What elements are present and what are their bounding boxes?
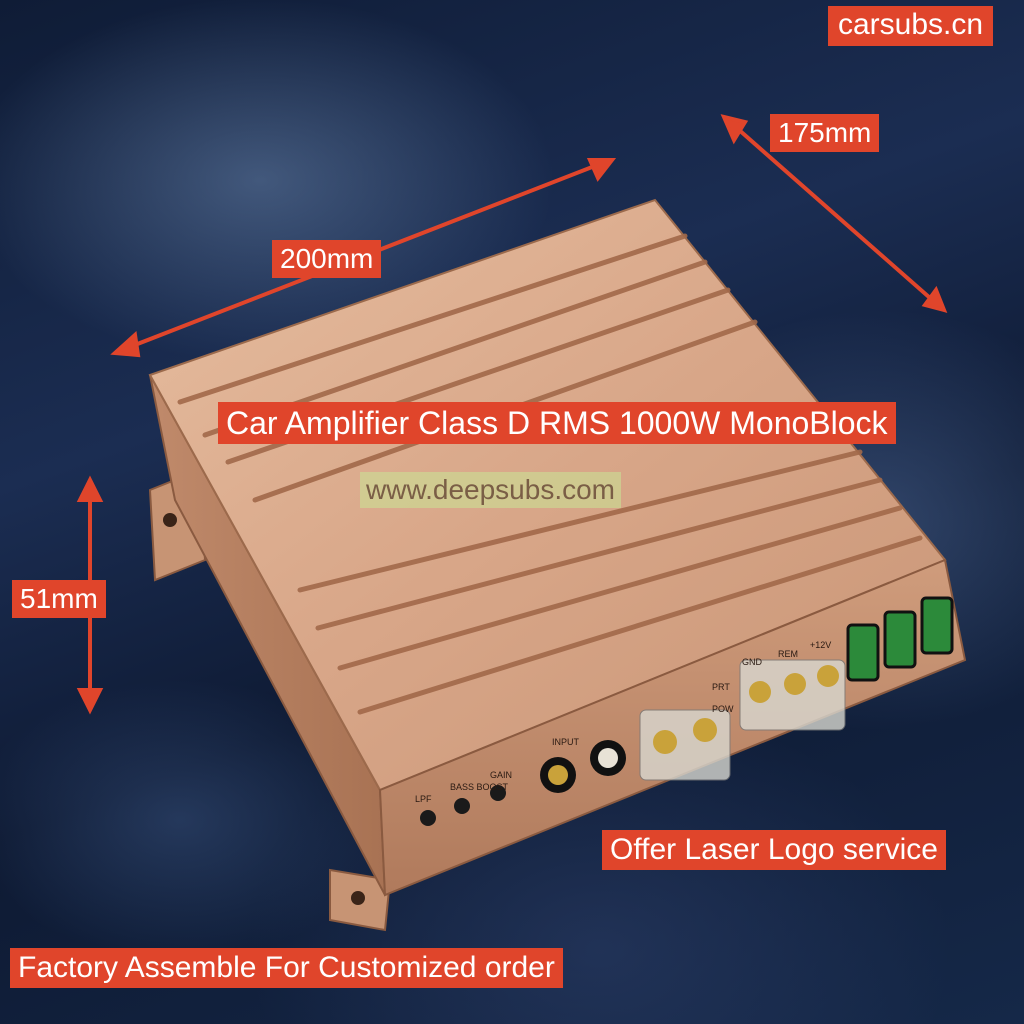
bottom-note: Factory Assemble For Customized order [10,948,563,988]
gnd-label: GND [742,657,763,667]
bass-boost-label: BASS BOOST [450,782,509,792]
dimension-length-label: 200mm [272,240,382,278]
lpf-label: LPF [415,794,432,804]
gain-label: GAIN [490,770,512,780]
input-label: INPUT [552,737,580,747]
prt-label: PRT [712,682,730,692]
plus12v-label: +12V [810,640,831,650]
pow-label: POW [712,704,734,714]
rca-inputs [540,740,626,793]
fuse-holders [846,596,954,682]
site-watermark: carsubs.cn [828,6,994,46]
center-watermark: www.deepsubs.com [360,472,622,508]
dimension-width-label: 175mm [770,114,880,152]
speaker-terminals [639,709,731,781]
product-title: Car Amplifier Class D RMS 1000W MonoBloc… [218,402,896,444]
rem-label: REM [778,649,798,659]
width-arrow [728,120,940,307]
service-note: Offer Laser Logo service [602,830,946,870]
dimension-height-label: 51mm [12,580,106,618]
control-knobs [420,785,506,826]
power-terminals [739,659,846,731]
